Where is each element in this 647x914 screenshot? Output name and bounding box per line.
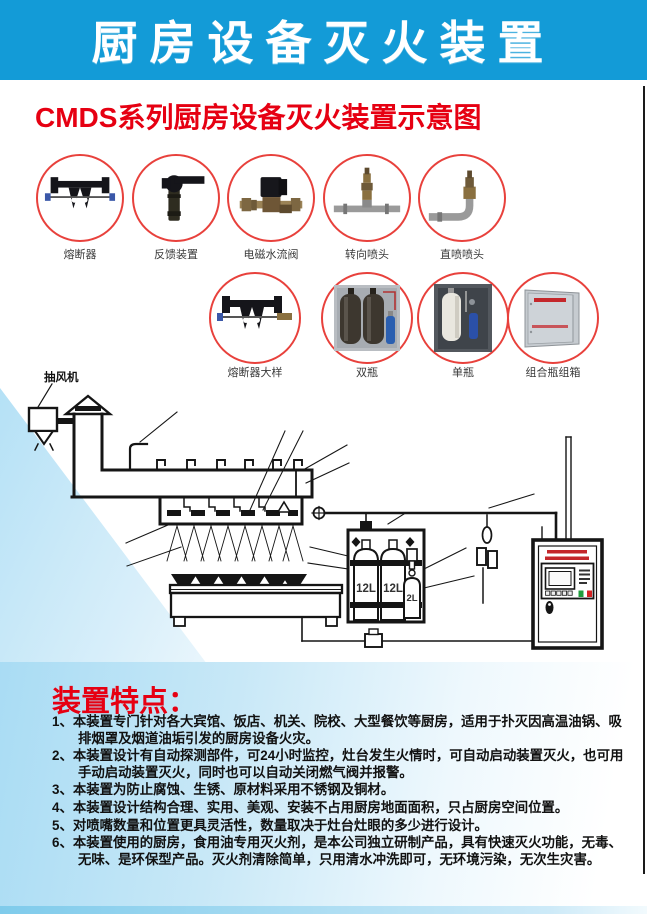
- feature-item: 4、本装置设计结构合理、实用、美观、安装不占用厨房地面面积，只占厨房空间位置。: [52, 799, 569, 815]
- component-circle-feedback: [132, 154, 220, 242]
- gas-valve-connector: [364, 633, 383, 648]
- cabinet-red-model: [545, 556, 589, 560]
- page-right-border-line: [643, 86, 645, 874]
- component-circle-swivel-nozzle: [323, 154, 411, 242]
- component-label: 熔断器大样: [227, 367, 283, 379]
- fuse-icon: [44, 177, 116, 209]
- control-panel: [540, 562, 595, 600]
- red-indicator: [587, 590, 592, 597]
- straight-nozzle-icon: [428, 170, 476, 222]
- single-cylinder-icon: [434, 284, 492, 352]
- features-heading: 装置特点：: [52, 686, 198, 718]
- solenoid-water-valve-icon: [239, 177, 303, 214]
- system-schematic-diagram: 抽风机: [27, 370, 604, 650]
- feature-item: 1、本装置专门针对各大宾馆、饭店、机关、院校、大型餐饮等厨房，适用于扑灭因高温油…: [52, 714, 622, 746]
- cylinder-1-label: 12L: [356, 583, 376, 595]
- component-label: 组合瓶组箱: [525, 367, 581, 379]
- component-label: 反馈装置: [154, 249, 198, 261]
- green-indicator: [578, 590, 584, 597]
- component-label: 电磁水流阀: [243, 249, 299, 261]
- feature-item: 2、本装置设计有自动探测部件，可24小时监控，灶台发生火情时，可自动启动装置灭火…: [52, 748, 624, 780]
- component-circle-cylinder-cabinet: [507, 272, 599, 364]
- bottom-edge-strip: [0, 906, 647, 914]
- chimney-cap: [62, 394, 114, 416]
- component-circle-fuse: [36, 154, 124, 242]
- component-label: 双瓶: [356, 367, 378, 379]
- combined-cylinder-cabinet-icon: [524, 289, 580, 348]
- leader-lines: [125, 430, 535, 589]
- spray-cones: [166, 525, 304, 562]
- component-circle-single-cylinder: [417, 272, 509, 364]
- feature-item: 3、本装置为防止腐蚀、生锈、原材料采用不锈钢及铜材。: [52, 782, 395, 798]
- component-circle-double-cylinder: [321, 272, 413, 364]
- component-circle-straight-nozzle: [418, 154, 506, 242]
- duct-nozzles: [156, 459, 303, 471]
- cabinet-red-title: [547, 550, 587, 554]
- stove: [168, 574, 344, 627]
- cylinder-3-label: 2L: [406, 593, 417, 604]
- feature-item: 5、对喷嘴数量和位置更具灵活性，数量取决于灶台灶眼的多少进行设计。: [52, 817, 488, 833]
- component-label: 转向喷头: [345, 249, 389, 261]
- cylinder-rack: [346, 528, 426, 624]
- feedback-device-icon: [161, 175, 205, 221]
- propellant-cylinder: [403, 576, 421, 619]
- swivel-nozzle-icon: [333, 167, 401, 215]
- component-circle-fuse-detail: [209, 272, 301, 364]
- exhaust-fan: [27, 406, 59, 433]
- hanging-fusible-link: [481, 526, 493, 544]
- fan-label: 抽风机: [44, 370, 79, 384]
- component-label: 单瓶: [452, 367, 474, 379]
- component-label: 熔断器: [63, 249, 97, 261]
- cabinet-lock: [545, 601, 554, 614]
- section-title: CMDS系列厨房设备灭火装置示意图: [35, 102, 482, 133]
- component-circle-solenoid-valve: [227, 154, 315, 242]
- cylinder-2-label: 12L: [383, 583, 403, 595]
- fuse-links: [167, 510, 298, 516]
- bottom-blue-background: [0, 662, 647, 914]
- feature-item: 6、本装置使用的厨房，食用油专用灭火剂，是本公司独立研制产品，具有快速灭火功能，…: [52, 835, 622, 867]
- component-label: 直喷喷头: [440, 249, 484, 261]
- double-cylinder-icon: [334, 285, 400, 351]
- fuse-detail-icon: [217, 296, 292, 329]
- banner-title: 厨房设备灭火装置: [91, 17, 556, 69]
- panel-buttons: [545, 590, 573, 596]
- features-list: 1、本装置专门针对各大宾馆、饭店、机关、院校、大型餐饮等厨房，适用于扑灭因高温油…: [52, 714, 630, 869]
- header-banner: 厨房设备灭火装置: [0, 0, 647, 80]
